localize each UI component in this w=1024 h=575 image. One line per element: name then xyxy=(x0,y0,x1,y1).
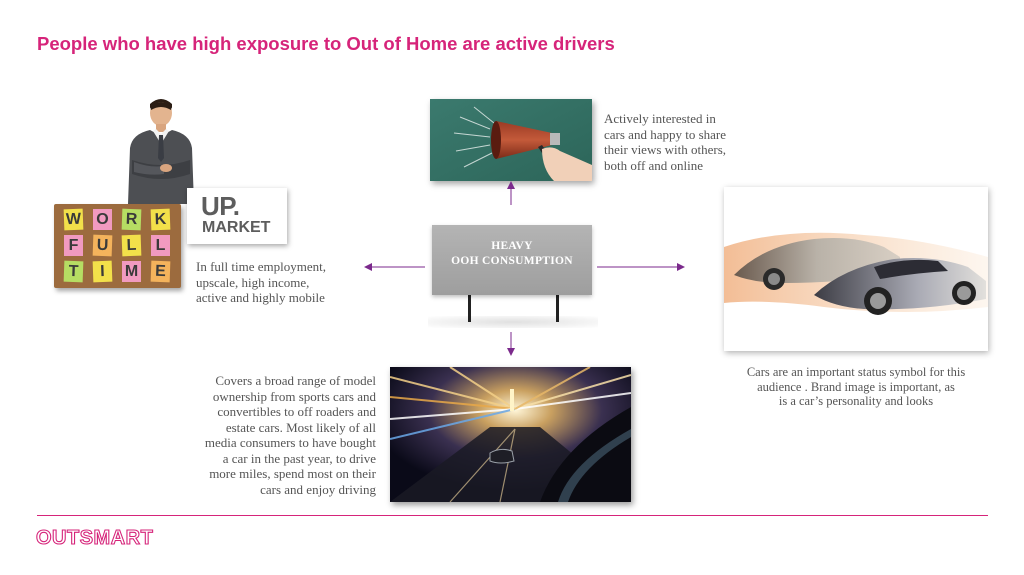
employment-text: In full time employment, upscale, high i… xyxy=(196,259,366,306)
ownership-line: more miles, spend most on their xyxy=(209,466,376,481)
sticky-note-letter: F xyxy=(64,235,83,256)
interested-text: Actively interested in cars and happy to… xyxy=(604,111,774,173)
ownership-text: Covers a broad range of model ownership … xyxy=(166,373,376,497)
status-line: Cars are an important status symbol for … xyxy=(746,365,966,379)
sticky-note-letter: L xyxy=(151,235,170,256)
billboard-leg xyxy=(468,295,471,322)
ownership-line: convertibles to off roaders and xyxy=(217,404,376,419)
billboard-line1: HEAVY xyxy=(491,240,533,252)
megaphone-image xyxy=(430,99,592,181)
status-text: Cars are an important status symbol for … xyxy=(724,365,988,409)
concept-cars-image xyxy=(724,187,988,351)
status-line: audience . Brand image is important, as xyxy=(757,379,955,394)
employment-line: In full time employment, xyxy=(196,259,326,274)
ownership-line: Covers a broad range of model xyxy=(215,373,376,388)
upmarket-line1: UP. xyxy=(201,191,240,221)
driving-image xyxy=(390,367,631,502)
ownership-line: media consumers to have bought xyxy=(204,435,376,450)
interested-line: cars and happy to share xyxy=(604,126,727,142)
interested-line: both off and online xyxy=(604,157,704,173)
upmarket-line2: MARKET xyxy=(202,219,271,236)
ownership-line: a car in the past year, to drive xyxy=(222,450,376,466)
employment-line: upscale, high income, xyxy=(196,274,310,290)
billboard-shadow xyxy=(428,316,598,328)
page-title: People who have high exposure to Out of … xyxy=(37,33,615,54)
sticky-note-letter: O xyxy=(93,209,112,230)
upmarket-card: UP. MARKET xyxy=(187,188,287,244)
outsmart-logo: OUTSMART xyxy=(35,526,154,549)
businessman-image xyxy=(128,99,194,204)
interested-line: Actively interested in xyxy=(604,111,716,126)
billboard-leg xyxy=(556,295,559,322)
ownership-line: cars and enjoy driving xyxy=(260,481,376,497)
interested-line: their views with others, xyxy=(604,142,727,157)
billboard-line2: OOH CONSUMPTION xyxy=(451,255,573,267)
ownership-line: ownership from sports cars and xyxy=(212,388,376,404)
billboard: HEAVY OOH CONSUMPTION xyxy=(432,225,592,295)
employment-line: active and highly mobile xyxy=(196,290,325,305)
ownership-line: estate cars. Most likely of all xyxy=(225,419,376,435)
status-line: is a car’s personality and looks xyxy=(778,394,934,408)
sticky-note-letter: M xyxy=(122,261,141,282)
footer-rule xyxy=(37,515,988,516)
